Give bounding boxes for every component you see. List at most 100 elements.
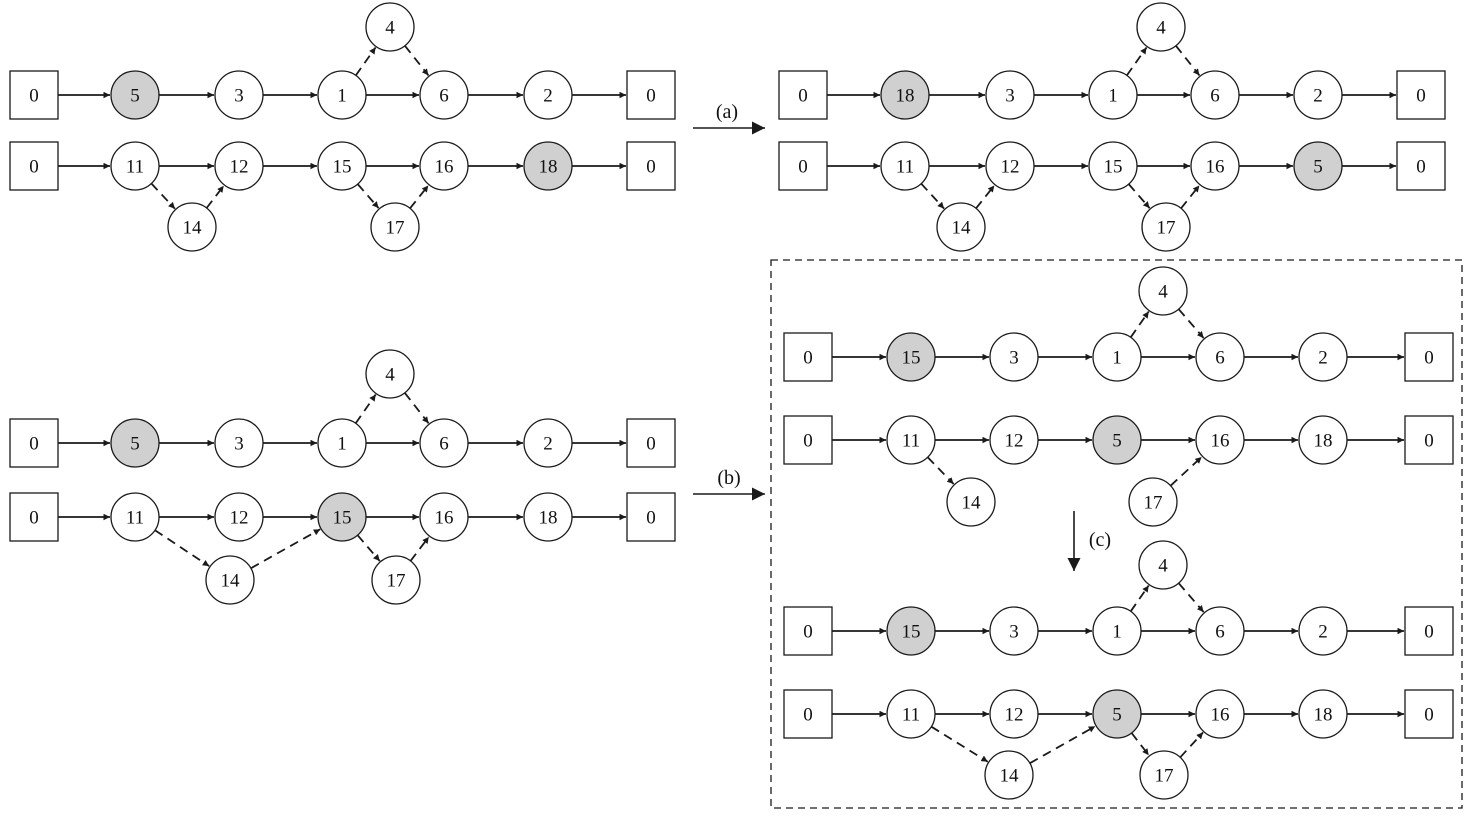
node-label: 17 [1144,493,1163,514]
customer-node [989,689,1039,739]
dashed-arc-11-to-14 [150,182,176,210]
node-label: 15 [902,622,921,643]
depot-box [1404,606,1454,656]
node-label: 18 [539,508,558,529]
depot-label: 0 [803,705,813,726]
dashed-arc-1-to-4 [355,46,377,76]
customer-node [1190,141,1240,191]
node-label: 14 [183,218,203,239]
customer-node [214,492,264,542]
dashed-arc-11-to-14 [154,529,210,567]
depot-box [1396,70,1446,120]
node-label: 17 [387,571,406,592]
depot-label: 0 [803,348,813,369]
depot-label: 0 [1416,86,1426,107]
depot-box [783,415,833,465]
customer-node [371,555,421,605]
depot-label: 0 [1416,157,1426,178]
customer-node [946,477,996,527]
customer-node [1195,415,1245,465]
node-label: 2 [1318,348,1328,369]
customer-node [1298,332,1348,382]
customer-node [1298,689,1348,739]
dashed-arc-17-to-16 [1180,184,1201,209]
dashed-arc-1-to-4 [1126,46,1148,76]
node-label: 12 [230,157,249,178]
depot-label: 0 [803,431,813,452]
dashed-arc-1-to-4 [354,394,377,424]
node-label: 5 [1112,431,1122,452]
customer-node [110,141,160,191]
customer-node [1298,415,1348,465]
dashed-arc-5-to-17 [1130,732,1150,756]
customer-node [1195,689,1245,739]
depot-box [783,689,833,739]
dashed-arc-14-to-12 [205,185,225,209]
customer-node [419,141,469,191]
transition-label-c: (c) [1089,529,1111,551]
dashed-arc-4-to-6 [404,392,430,424]
dashed-arc-1-to-4 [1129,310,1150,338]
customer-node [989,332,1039,382]
node-label: 14 [952,218,972,239]
customer-node [1128,477,1178,527]
highlighted-node [886,606,936,656]
depot-box [9,141,59,191]
depot-box [778,70,828,120]
node-label: 14 [221,571,241,592]
dashed-arc-17-to-16 [1179,731,1204,758]
depot-label: 0 [1424,705,1434,726]
dashed-arc-11-to-14 [920,183,945,210]
dashed-arc-15-to-17 [357,183,380,209]
dashed-arc-4-to-6 [1178,308,1205,339]
depot-label: 0 [646,157,656,178]
customer-node [1088,141,1138,191]
dashed-arc-17-to-16 [409,536,430,562]
customer-node [985,141,1035,191]
node-label: 18 [1314,431,1333,452]
customer-node [1138,540,1188,590]
node-label: 3 [1009,622,1019,643]
customer-node [523,418,573,468]
customer-node [886,689,936,739]
node-label: 6 [1210,86,1220,107]
dashed-arc-4-to-6 [1178,582,1205,613]
depot-label: 0 [798,157,808,178]
node-label: 12 [1005,705,1024,726]
node-label: 5 [1112,705,1122,726]
depot-box [783,606,833,656]
node-label: 15 [902,348,921,369]
customer-node [989,415,1039,465]
depot-box [9,492,59,542]
customer-node [167,202,217,252]
dashed-arc-15-to-17 [1128,183,1151,209]
customer-node [365,349,415,399]
depot-box [626,418,676,468]
node-label: 3 [234,86,244,107]
depot-label: 0 [646,86,656,107]
dashed-arc-14-to-12 [975,184,996,209]
node-label: 3 [234,434,244,455]
depot-box [1396,141,1446,191]
customer-node [989,606,1039,656]
customer-node [1138,266,1188,316]
dashed-arc-4-to-6 [404,45,430,76]
depot-box [778,141,828,191]
node-label: 2 [543,86,553,107]
dashed-arc-15-to-17 [356,534,381,562]
node-label: 16 [435,508,454,529]
customer-node [1195,606,1245,656]
node-label: 3 [1009,348,1019,369]
depot-box [1404,332,1454,382]
customer-node [110,492,160,542]
